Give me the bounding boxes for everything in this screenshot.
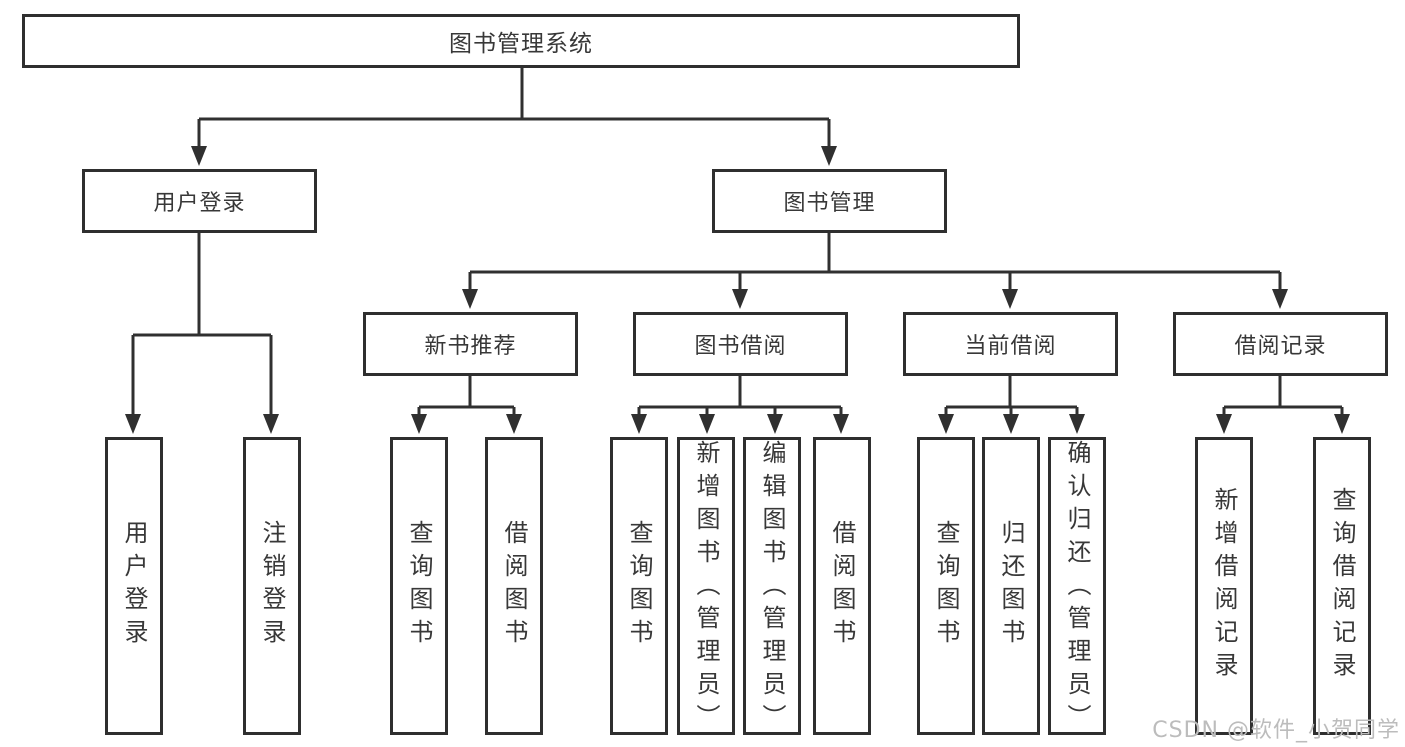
arrowhead-icon: [462, 289, 478, 309]
leaf-edit-books-admin: 编辑图书（管理员）: [743, 437, 801, 737]
connector-root-to-level2: [197, 67, 831, 150]
leaf-query-books-2: 查询图书: [610, 437, 668, 735]
arrowhead-icon: [263, 414, 279, 434]
leaf-label: 用户登录: [120, 520, 148, 652]
arrowhead-icon: [191, 146, 207, 166]
arrowhead-icon: [631, 414, 647, 434]
node-borrow-records: 借阅记录: [1173, 312, 1388, 376]
leaf-query-borrow-record: 查询借阅记录: [1313, 437, 1371, 735]
csdn-watermark: CSDN @软件_小贺同学: [1152, 718, 1400, 743]
connector-current-to-leaves: [944, 376, 1079, 417]
arrowhead-icon: [1003, 414, 1019, 434]
leaf-label: 查询图书: [405, 520, 433, 652]
connector-newbooks-to-leaves: [417, 376, 516, 417]
node-book-borrow: 图书借阅: [633, 312, 848, 376]
arrowhead-icon: [833, 414, 849, 434]
node-user-login: 用户登录: [82, 169, 317, 233]
arrowhead-icon: [1216, 414, 1232, 434]
arrowhead-icon: [767, 414, 783, 434]
leaf-user-login: 用户登录: [105, 437, 163, 735]
leaf-add-books-admin: 新增图书（管理员）: [677, 437, 735, 737]
leaf-label: 注销登录: [258, 520, 286, 652]
leaf-label: 确认归还（管理员）: [1063, 440, 1091, 737]
leaf-label: 新增图书（管理员）: [692, 440, 720, 737]
leaf-add-borrow-record: 新增借阅记录: [1195, 437, 1253, 735]
connector-borrow-to-leaves: [637, 376, 843, 417]
leaf-label: 新增借阅记录: [1210, 487, 1238, 685]
node-new-book-recommend: 新书推荐: [363, 312, 578, 376]
node-root-system: 图书管理系统: [22, 14, 1020, 68]
arrowhead-icon: [1272, 289, 1288, 309]
leaf-label: 借阅图书: [828, 520, 856, 652]
node-current-borrow: 当前借阅: [903, 312, 1118, 376]
connector-bookmgmt-to-level3: [468, 233, 1282, 292]
node-book-management: 图书管理: [712, 169, 947, 233]
leaf-query-books-1: 查询图书: [390, 437, 448, 735]
connector-records-to-leaves: [1222, 376, 1344, 417]
arrowhead-icon: [506, 414, 522, 434]
arrowhead-icon: [1002, 289, 1018, 309]
leaf-borrow-books-2: 借阅图书: [813, 437, 871, 735]
leaf-label: 查询图书: [625, 520, 653, 652]
leaf-label: 借阅图书: [500, 520, 528, 652]
leaf-label: 编辑图书（管理员）: [758, 440, 786, 737]
leaf-label: 归还图书: [997, 520, 1025, 652]
arrowhead-icon: [1069, 414, 1085, 434]
arrowhead-icon: [699, 414, 715, 434]
leaf-label: 查询借阅记录: [1328, 487, 1356, 685]
arrowhead-icon: [125, 414, 141, 434]
arrowhead-icon: [732, 289, 748, 309]
leaf-confirm-return-admin: 确认归还（管理员）: [1048, 437, 1106, 737]
leaf-return-books: 归还图书: [982, 437, 1040, 735]
arrowhead-icon: [411, 414, 427, 434]
connector-userlogin-to-leaves: [131, 233, 273, 417]
leaf-query-books-3: 查询图书: [917, 437, 975, 735]
arrowhead-icon: [938, 414, 954, 434]
leaf-borrow-books-1: 借阅图书: [485, 437, 543, 735]
leaf-logout: 注销登录: [243, 437, 301, 735]
arrowhead-icon: [1334, 414, 1350, 434]
arrowhead-icon: [821, 146, 837, 166]
leaf-label: 查询图书: [932, 520, 960, 652]
